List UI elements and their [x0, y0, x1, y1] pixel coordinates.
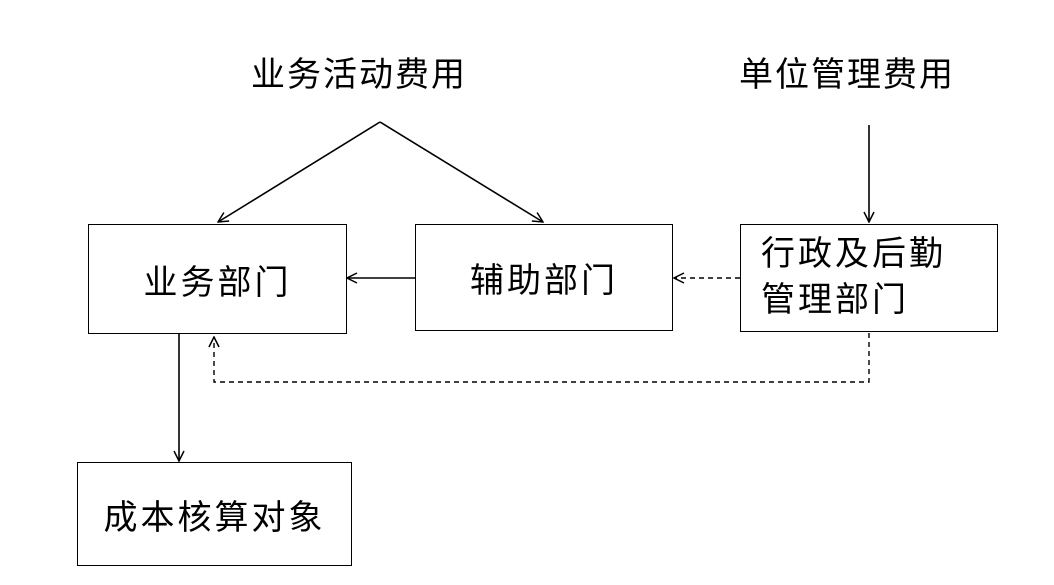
node-auxiliary-dept: 辅助部门	[415, 224, 673, 331]
node-cost-object-label: 成本核算对象	[103, 497, 326, 538]
node-admin-logistics-dept-line1: 行政及后勤	[761, 234, 946, 275]
arrow-activity-to-business-dept	[218, 121, 381, 222]
node-auxiliary-dept-label: 辅助部门	[470, 261, 618, 301]
node-business-dept-label: 业务部门	[143, 262, 292, 303]
dashed-arrow-admin-to-business-dept	[214, 333, 870, 383]
node-admin-logistics-dept-line2: 管理部门	[761, 280, 909, 320]
source-unit-management-costs: 单位管理费用	[739, 55, 955, 95]
source-business-activity-costs: 业务活动费用	[251, 55, 467, 95]
node-admin-logistics-dept: 行政及后勤 管理部门	[740, 224, 998, 332]
arrow-activity-to-auxiliary-dept	[379, 121, 543, 222]
node-business-dept: 业务部门	[88, 224, 347, 334]
node-cost-object: 成本核算对象	[77, 462, 352, 566]
